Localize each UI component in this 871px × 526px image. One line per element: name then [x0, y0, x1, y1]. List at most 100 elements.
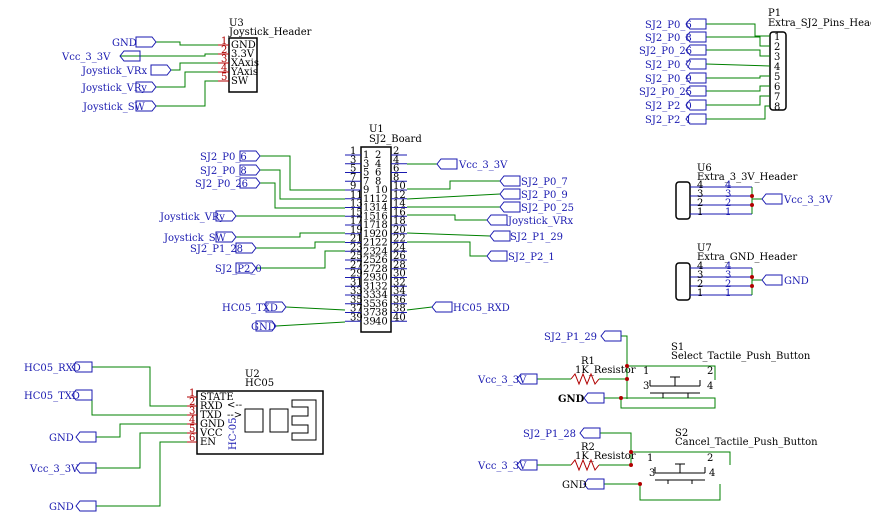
s1-switch-symbol: [649, 376, 701, 398]
u3-pin-num: 5: [221, 72, 227, 83]
u1-pin-num: 31: [350, 277, 363, 288]
u1-pin-num: 17: [350, 216, 363, 227]
net-label-sj2-p1-29: SJ2_P1_29: [510, 232, 563, 243]
u1-pin-num: 34: [375, 290, 388, 301]
u1-pin-num: 26: [393, 251, 406, 262]
u1-pin-num: 39: [363, 316, 376, 327]
s1-select-button: S1 Select_Tactile_Push_Button R1 1K_Resi…: [477, 330, 811, 409]
u1-pin-num: 19: [363, 229, 376, 240]
u1-pin-num: 23: [363, 246, 376, 257]
net-label-sj2-p0-8: SJ2_P0_8: [200, 166, 247, 177]
p1-pin-num: 1: [774, 32, 780, 43]
u7-name: Extra_GND_Header: [697, 252, 797, 263]
s2-cancel-button: S2 Cancel_Tactile_Push_Button R2 1K_Resi…: [477, 427, 818, 501]
u2-antenna-trace: [291, 399, 317, 441]
u1-pin-num: 29: [350, 269, 363, 280]
u1-pin-num: 4: [375, 159, 381, 170]
p1-pin-num: 6: [774, 82, 780, 93]
net-label-vcc: Vcc_3_3V: [783, 195, 833, 206]
net-label-sj2-p0-8: SJ2_P0_8: [645, 33, 692, 44]
s2-ref: S2: [675, 428, 688, 439]
net-label-sj2-p0-6: SJ2_P0_6: [200, 152, 247, 163]
u1-pin-num: 21: [363, 238, 376, 249]
u1-pin-num: 17: [363, 220, 376, 231]
net-label-gnd: GND: [558, 394, 585, 405]
s1-ref: S1: [671, 342, 684, 353]
net-label-sj2-p1-29: SJ2_P1_29: [544, 332, 597, 343]
net-label-joystick-vry: Joystick_VRy: [81, 83, 147, 94]
u3-ref: U3: [229, 18, 244, 29]
u2-pin-num: 6: [189, 433, 195, 444]
u7-body: [675, 262, 691, 301]
net-label-sj2-p2-1: SJ2_P2_1: [645, 115, 692, 126]
u7-pin-num: 3: [725, 270, 731, 281]
net-label-sj2-p0-9: SJ2_P0_9: [645, 74, 692, 85]
u1-pin-num: 20: [375, 229, 388, 240]
u1-pin-num: 15: [350, 207, 363, 218]
u1-pin-num: 29: [363, 273, 376, 284]
s1-pin-num: 2: [707, 366, 713, 377]
u1-pin-num: 33: [350, 286, 363, 297]
net-label-gnd: GND: [784, 276, 809, 287]
u1-pin-num: 7: [363, 176, 369, 187]
u1-name: SJ2_Board: [369, 134, 422, 145]
u2-rx-arrow: <--: [227, 400, 242, 411]
r2-name: 1K_Resistor: [575, 451, 636, 462]
u2-body-label: HC-05: [228, 418, 239, 450]
u6-pin-num: 1: [725, 207, 731, 218]
s2-switch-symbol: [654, 463, 706, 484]
u1-pin-num: 20: [393, 225, 406, 236]
u2-pin-name: GND: [200, 419, 225, 430]
u1-pin-num: 9: [363, 185, 369, 196]
net-label-joystick-vrx: Joystick_VRx: [507, 216, 573, 227]
s2-pin-num: 2: [707, 453, 713, 464]
u1-pin-num: 5: [350, 164, 356, 175]
u2-chip-outline: [269, 408, 289, 433]
u1-pin-num: 26: [375, 255, 388, 266]
p1-pin-num: 4: [774, 62, 780, 73]
r2-resistor: [570, 458, 600, 472]
u1-pin-num: 9: [350, 181, 356, 192]
u2-pin-name: EN: [200, 437, 216, 448]
s2-pin-num: 1: [647, 453, 653, 464]
r1-name: 1K_Resistor: [575, 365, 636, 376]
u1-pin-num: 36: [375, 299, 388, 310]
u1-pin-num: 28: [375, 264, 388, 275]
u1-pin-num: 35: [363, 299, 376, 310]
u7-pin-num: 1: [697, 288, 703, 299]
u3-pin-name: YAxis: [230, 67, 258, 78]
u2-pin-num: 4: [189, 415, 195, 426]
p1-extra-header: P1 Extra_SJ2_Pins_Header 1 2 3 4 5 6 7 8…: [639, 8, 871, 126]
u1-pin-num: 40: [375, 316, 388, 327]
u3-joystick-header: U3 Joystick_Header 1 2 3 4 5 GND 3.3V XA…: [61, 18, 312, 113]
u1-pin-num: 2: [375, 150, 381, 161]
u1-pin-num: 37: [350, 304, 363, 315]
u2-pin-name: TXD: [200, 410, 222, 421]
u1-pin-num: 24: [393, 242, 406, 253]
u3-pin-num: 3: [221, 54, 227, 65]
u6-pin-num: 3: [725, 189, 731, 200]
s1-pin-num: 3: [643, 381, 649, 392]
u6-pin-num: 3: [697, 189, 703, 200]
net-label-gnd: GND: [49, 433, 74, 444]
p1-pin-num: 3: [774, 52, 780, 63]
u2-pin-name: STATE: [200, 392, 234, 403]
p1-ref: P1: [768, 8, 781, 19]
net-label-gnd: GND: [562, 480, 587, 491]
u1-pin-num: 39: [350, 312, 363, 323]
u1-pin-num: 35: [350, 295, 363, 306]
u1-pin-num: 40: [393, 312, 406, 323]
u3-pin-num: 1: [221, 36, 227, 47]
u1-body: [360, 146, 392, 333]
net-label-joystick-sw: Joystick_SW: [82, 102, 146, 113]
u2-hc05-module: U2 HC05 1 2 3 4 5 6 STATE RXD TXD GND VC…: [24, 361, 324, 513]
u1-pin-num: 8: [393, 172, 399, 183]
u7-pin-num: 3: [697, 270, 703, 281]
net-label-sj2-p2-0: SJ2_P2_0: [645, 101, 692, 112]
p1-pin-num: 8: [774, 102, 780, 113]
net-label-hc05-rxd: HC05_RXD: [24, 363, 81, 374]
u3-name: Joystick_Header: [228, 27, 312, 38]
net-label-sj2-p1-28: SJ2_P1_28: [523, 429, 576, 440]
u7-pin-num: 4: [725, 261, 731, 272]
